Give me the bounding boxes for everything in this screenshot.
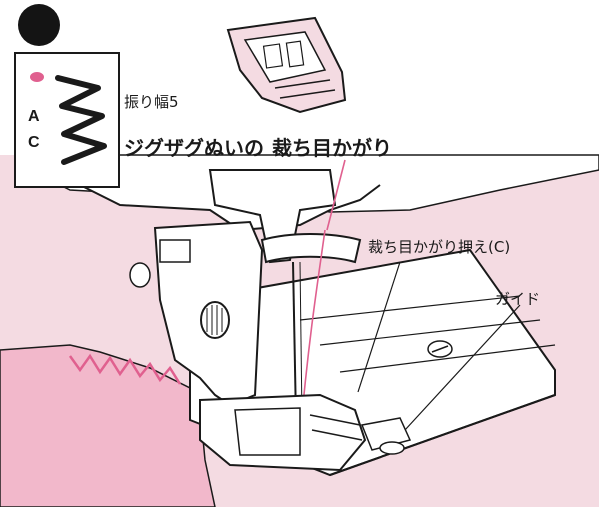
zigzag-stitch-icon bbox=[55, 75, 107, 165]
heading-zigzag-stitch: ジグザグぬいの bbox=[124, 136, 264, 160]
stitch-letter-c: C bbox=[28, 134, 40, 151]
foot-callout-leader bbox=[357, 261, 401, 393]
thread-guide bbox=[260, 233, 362, 264]
guide-callout-leader bbox=[404, 304, 521, 431]
stitch-letter-a: A bbox=[28, 108, 40, 125]
overcasting-foot-callout: 裁ち目かがり押え(C) bbox=[368, 238, 511, 256]
fabric-piece bbox=[0, 344, 216, 507]
section-marker-dot bbox=[18, 4, 60, 46]
guide-callout: ガイド bbox=[495, 290, 541, 308]
foot-guide bbox=[360, 417, 412, 451]
stitch-pattern-panel: A C bbox=[14, 52, 120, 188]
thread bbox=[301, 229, 326, 416]
thumb-screw bbox=[200, 301, 230, 339]
needle-bar-housing bbox=[208, 169, 337, 264]
section-heading: ジグザグぬいの裁ち目かがり bbox=[124, 132, 392, 161]
needle bbox=[292, 261, 297, 421]
stitch-indicator-dot bbox=[30, 72, 44, 82]
presser-foot-icon bbox=[226, 16, 347, 114]
overcasting-foot bbox=[199, 393, 367, 472]
heading-overcasting: 裁ち目かがり bbox=[272, 136, 392, 160]
zigzag-stitch-line bbox=[68, 353, 182, 385]
stitch-width-label: 振り幅5 bbox=[124, 93, 179, 111]
